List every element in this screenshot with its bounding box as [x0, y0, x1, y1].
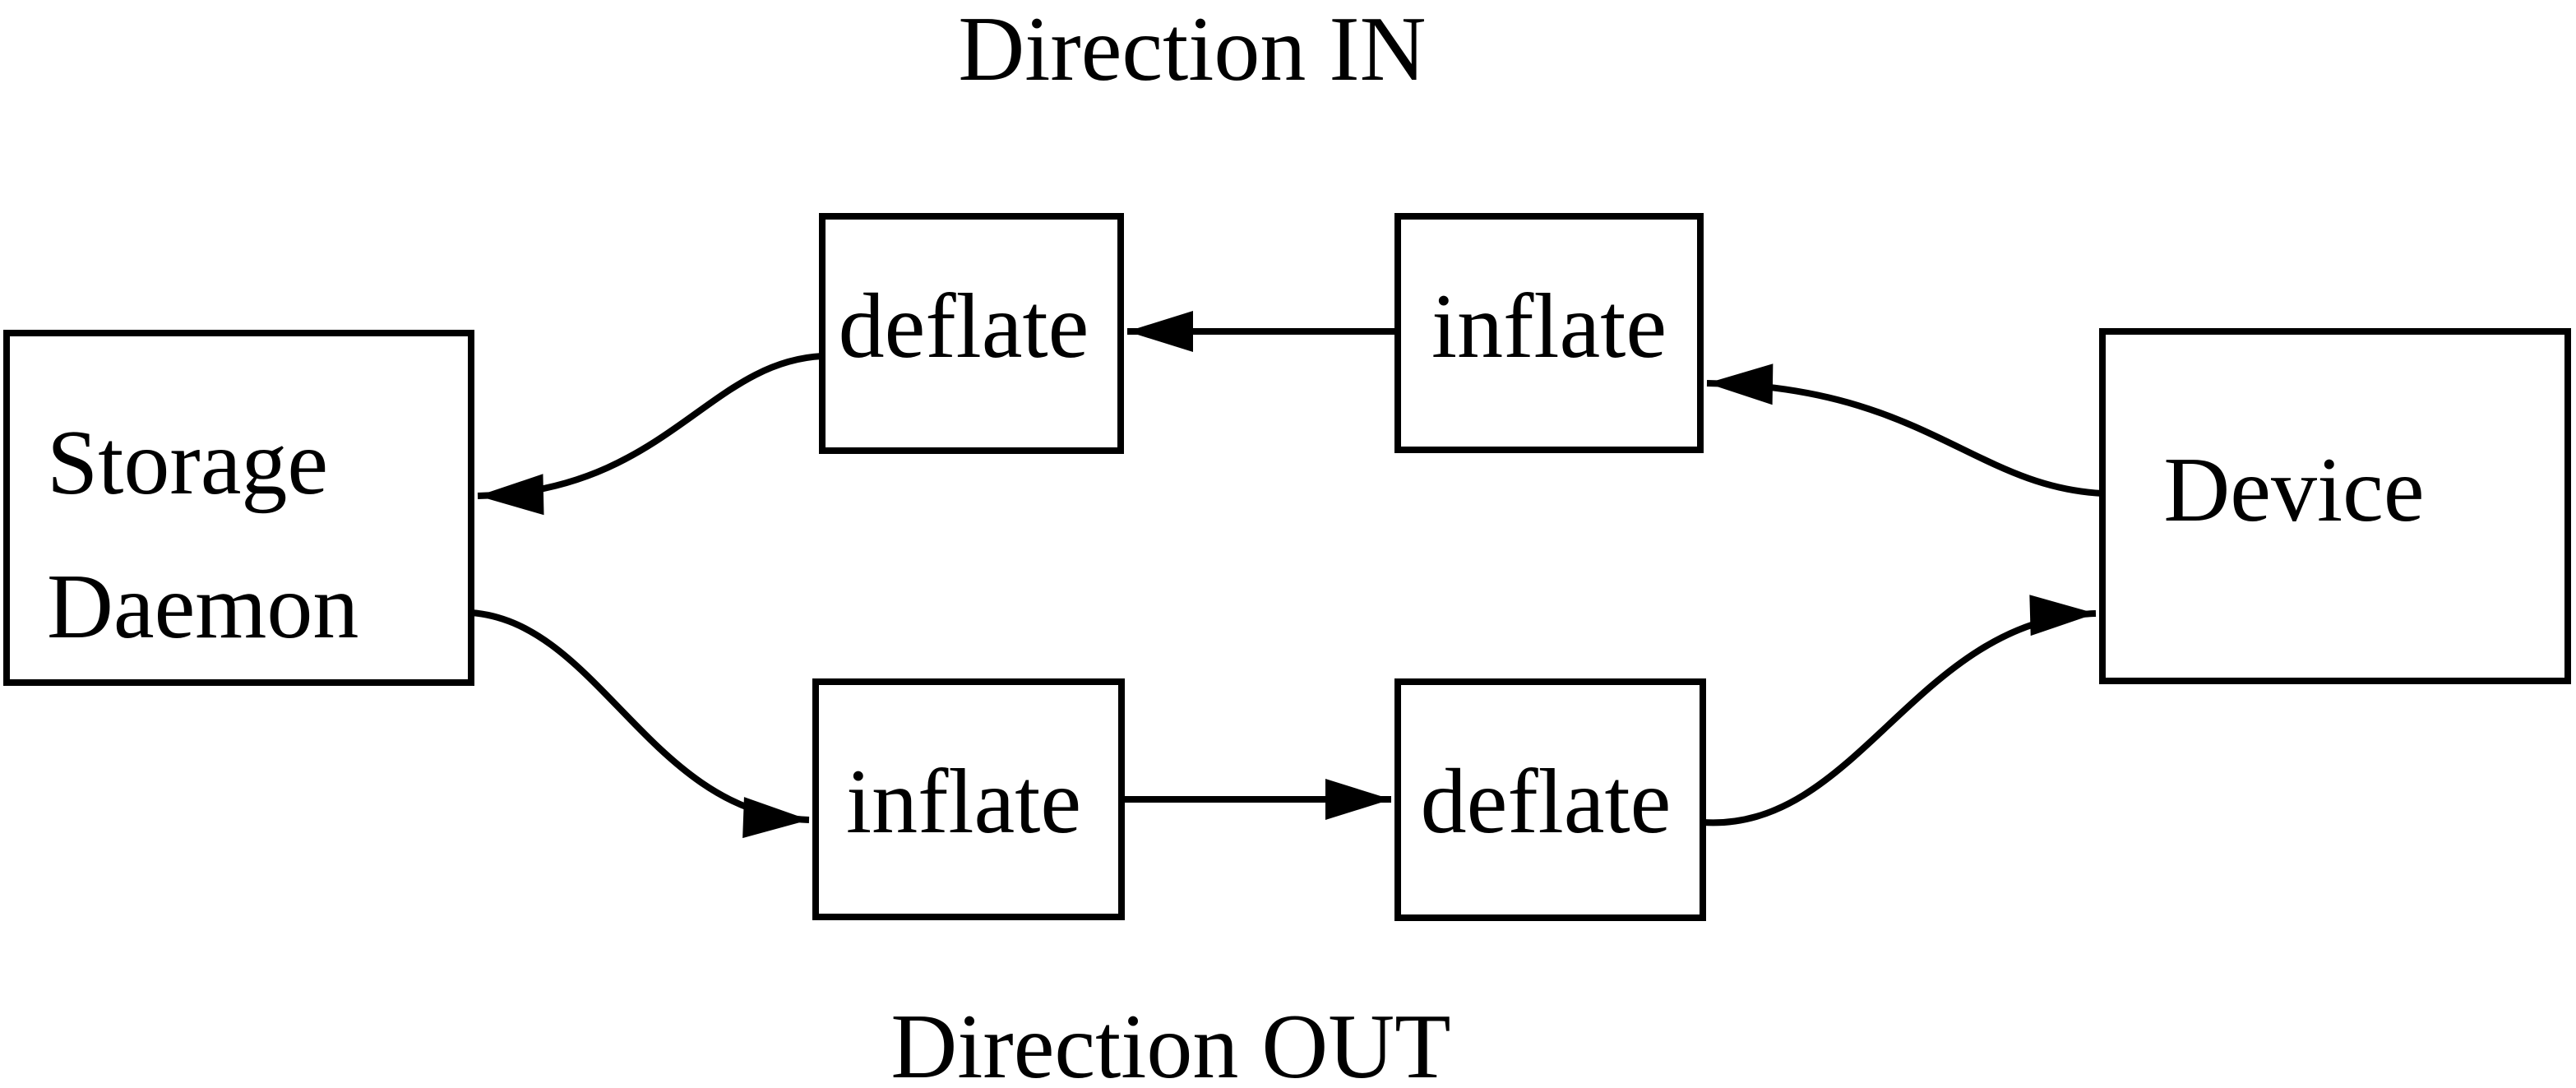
device-label: Device [2163, 439, 2424, 541]
deflate-in-node: deflate [819, 213, 1124, 454]
edge-deflate-out-to-device [1702, 595, 2097, 826]
deflate-in-box [819, 213, 1124, 454]
storage-daemon-label-line1: Storage [47, 412, 328, 514]
inflate-out-node: inflate [812, 678, 1125, 920]
inflate-in-node: inflate [1394, 213, 1704, 453]
inflate-in-label: inflate [1431, 275, 1667, 377]
storage-daemon-box [3, 330, 474, 686]
inflate-out-label: inflate [846, 751, 1081, 853]
device-node: Device [2099, 328, 2571, 684]
inflate-in-box [1394, 213, 1704, 453]
deflate-in-label: deflate [839, 275, 1089, 377]
deflate-out-label: deflate [1421, 751, 1672, 853]
inflate-out-box [812, 678, 1125, 920]
deflate-out-node: deflate [1394, 678, 1706, 921]
edge-device-to-inflate-in [1706, 363, 2103, 497]
edge-deflate-in-to-storage-daemon [477, 353, 823, 516]
direction-in-label: Direction IN [958, 0, 1426, 100]
direction-out-label: Direction OUT [890, 996, 1450, 1088]
storage-daemon-label-line2: Daemon [47, 556, 358, 658]
device-box [2099, 328, 2571, 684]
deflate-out-box [1394, 678, 1706, 921]
edge-storage-daemon-to-inflate-out [470, 609, 810, 839]
storage-daemon-node: Storage Daemon [3, 330, 474, 686]
